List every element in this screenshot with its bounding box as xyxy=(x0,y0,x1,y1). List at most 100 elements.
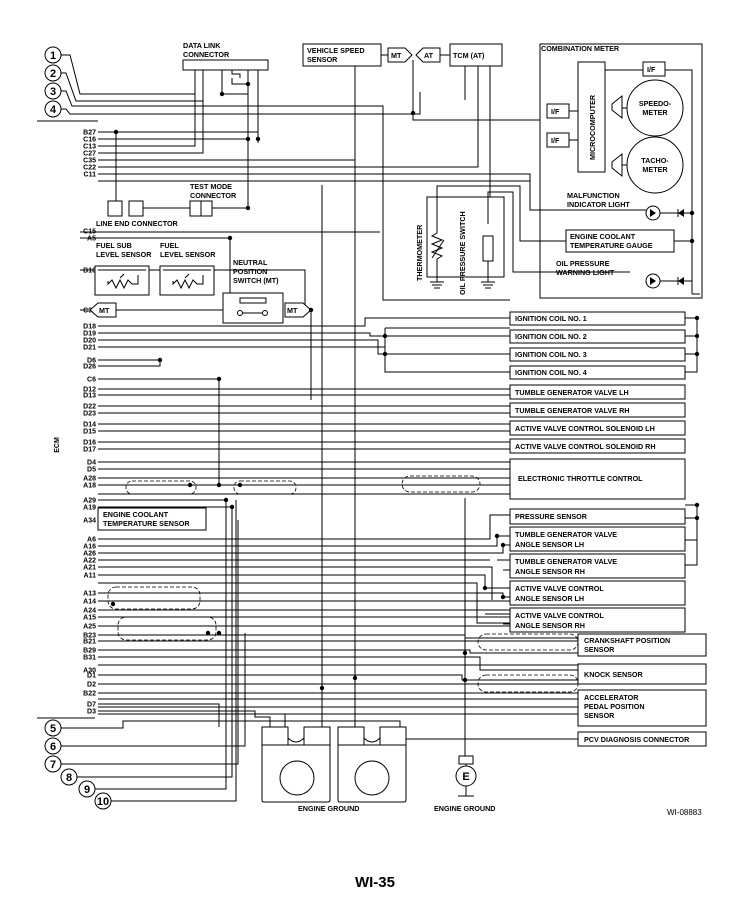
connector-6[interactable]: 6 xyxy=(44,633,246,755)
svg-text:INDICATOR LIGHT: INDICATOR LIGHT xyxy=(567,200,630,209)
ecm-pin-a11: A11 xyxy=(84,573,97,580)
ecm-pin-d1: D1 xyxy=(87,673,96,680)
crank-knock-app-sensors: CRANKSHAFT POSITION SENSOR KNOCK SENSOR … xyxy=(98,498,707,756)
svg-text:ENGINE COOLANT: ENGINE COOLANT xyxy=(570,232,636,241)
ecm-pin-a28: A28 xyxy=(83,476,96,483)
svg-text:IGNITION COIL NO. 2: IGNITION COIL NO. 2 xyxy=(515,332,587,341)
connector-7[interactable]: 7 xyxy=(44,520,239,773)
ecm-pin-d21: D21 xyxy=(83,345,96,352)
svg-text:TACHO-: TACHO- xyxy=(641,156,669,165)
svg-text:IGNITION COIL NO. 4: IGNITION COIL NO. 4 xyxy=(515,368,587,377)
svg-text:ACTIVE VALVE CONTROL: ACTIVE VALVE CONTROL xyxy=(515,611,604,620)
svg-text:ENGINE COOLANT: ENGINE COOLANT xyxy=(103,510,169,519)
svg-text:MT: MT xyxy=(287,306,298,315)
figure-code: WI-08883 xyxy=(667,808,702,817)
connector-3[interactable]: 3 xyxy=(44,82,510,301)
ecm-pin-c13: C13 xyxy=(83,144,96,151)
ecm-pin-a34: A34 xyxy=(83,518,96,525)
svg-text:MT: MT xyxy=(99,306,110,315)
svg-text:ANGLE SENSOR RH: ANGLE SENSOR RH xyxy=(515,621,585,630)
ground-e: E ENGINE GROUND xyxy=(434,755,496,813)
ecm-pin-d20: D20 xyxy=(83,338,96,345)
connector-8-label: 8 xyxy=(66,772,72,784)
connector-6-label: 6 xyxy=(50,741,56,753)
svg-text:ACTIVE VALVE CONTROL SOLENOID: ACTIVE VALVE CONTROL SOLENOID LH xyxy=(515,424,655,433)
svg-text:METER: METER xyxy=(642,108,668,117)
ecm-label: ECM xyxy=(54,437,61,453)
page-code: WI-35 xyxy=(355,874,395,891)
engine-temp-oil-sensors: THERMOMETER OIL PRESSURE SWITCH xyxy=(415,185,630,295)
svg-text:DATA LINK: DATA LINK xyxy=(183,41,221,50)
connector-2[interactable]: 2 xyxy=(44,64,204,102)
svg-text:NEUTRAL: NEUTRAL xyxy=(233,258,268,267)
ecm-pin-a15: A15 xyxy=(83,615,96,622)
ecm-pin-d6: D6 xyxy=(87,358,96,365)
ecm-pin-a13: A13 xyxy=(83,591,96,598)
svg-text:ANGLE SENSOR RH: ANGLE SENSOR RH xyxy=(515,567,585,576)
svg-text:SENSOR: SENSOR xyxy=(584,645,615,654)
ecm-pins: C15A5B10C31D18D19D20D21D6D26C6D12D13D22D… xyxy=(83,229,96,716)
svg-text:AT: AT xyxy=(424,51,434,60)
svg-text:TUMBLE GENERATOR VALVE RH: TUMBLE GENERATOR VALVE RH xyxy=(515,406,629,415)
ecm-pin-d4: D4 xyxy=(87,460,96,467)
top-wires xyxy=(98,66,655,211)
svg-text:MICROCOMPUTER: MICROCOMPUTER xyxy=(588,94,597,160)
svg-text:LEVEL SENSOR: LEVEL SENSOR xyxy=(96,250,152,259)
combination-meter: COMBINATION METER I/F MICROCOMPUTER I/F … xyxy=(539,43,703,299)
svg-text:PRESSURE SENSOR: PRESSURE SENSOR xyxy=(515,512,588,521)
ecm-pin-a19: A19 xyxy=(83,505,96,512)
ecm-pin-c11: C11 xyxy=(84,172,97,179)
engine-ground-label: ENGINE GROUND xyxy=(298,804,360,813)
connector-circles-bottom: 5 6 7 8 9 10 xyxy=(44,500,300,810)
svg-text:IGNITION COIL NO. 1: IGNITION COIL NO. 1 xyxy=(515,314,587,323)
connector-8[interactable]: 8 xyxy=(60,505,233,786)
ecm-pin-d16: D16 xyxy=(83,440,96,447)
svg-text:PEDAL POSITION: PEDAL POSITION xyxy=(584,702,645,711)
ecm-pin-c35: C35 xyxy=(83,158,96,165)
svg-text:TUMBLE GENERATOR VALVE: TUMBLE GENERATOR VALVE xyxy=(515,557,617,566)
svg-text:FUEL SUB: FUEL SUB xyxy=(96,241,132,250)
svg-text:MALFUNCTION: MALFUNCTION xyxy=(567,191,620,200)
engine-coolant-sensor: ENGINE COOLANT TEMPERATURE SENSOR xyxy=(97,497,235,531)
neutral-position-switch: NEUTRAL POSITION SWITCH (MT) MT MT xyxy=(80,258,314,400)
ecm-pin-b31: B31 xyxy=(83,655,96,662)
ecm-pin-d15: D15 xyxy=(83,429,96,436)
sensor-group-right: PRESSURE SENSOR TUMBLE GENERATOR VALVE A… xyxy=(98,502,700,633)
ecm-pin-d14: D14 xyxy=(83,422,96,429)
svg-text:I/F: I/F xyxy=(551,136,560,145)
test-mode-connector: TEST MODE CONNECTOR LINE END CONNECTOR xyxy=(96,182,237,228)
connector-2-label: 2 xyxy=(50,68,56,80)
ecm-pin-b10: B10 xyxy=(83,268,96,275)
connector-4[interactable]: 4 xyxy=(44,92,421,118)
connector-3-label: 3 xyxy=(50,86,56,98)
svg-text:TCM (AT): TCM (AT) xyxy=(453,51,485,60)
connector-1-label: 1 xyxy=(50,50,56,62)
ecm-pin-b23: B23 xyxy=(83,633,96,640)
svg-text:SENSOR: SENSOR xyxy=(307,55,338,64)
connector-9[interactable]: 9 xyxy=(78,500,227,798)
ecm-pin-d13: D13 xyxy=(83,393,96,400)
ecm-pin-a5: A5 xyxy=(87,236,96,243)
svg-text:CONNECTOR: CONNECTOR xyxy=(183,50,230,59)
svg-text:ANGLE SENSOR LH: ANGLE SENSOR LH xyxy=(515,594,584,603)
svg-text:OIL PRESSURE: OIL PRESSURE xyxy=(556,259,610,268)
ecm-pin-d23: D23 xyxy=(83,411,96,418)
svg-text:CRANKSHAFT POSITION: CRANKSHAFT POSITION xyxy=(584,636,670,645)
ecm-pin-a22: A22 xyxy=(83,558,96,565)
svg-text:TEST MODE: TEST MODE xyxy=(190,182,232,191)
ecm-pin-b27: B27 xyxy=(83,130,96,137)
ecm-pin-a18: A18 xyxy=(83,483,96,490)
svg-text:KNOCK SENSOR: KNOCK SENSOR xyxy=(584,670,644,679)
svg-text:TEMPERATURE SENSOR: TEMPERATURE SENSOR xyxy=(103,519,190,528)
connector-1[interactable]: 1 xyxy=(44,46,196,95)
svg-text:OIL PRESSURE SWITCH: OIL PRESSURE SWITCH xyxy=(458,211,467,295)
connector-10[interactable]: 10 xyxy=(94,500,237,810)
ecm-pin-d18: D18 xyxy=(83,324,96,331)
fuel-level-sensors: FUEL SUB LEVEL SENSOR FUEL LEVEL SENSOR xyxy=(80,231,380,312)
ecm-pin-d17: D17 xyxy=(83,447,96,454)
svg-text:ACCELERATOR: ACCELERATOR xyxy=(584,693,639,702)
connector-5[interactable]: 5 xyxy=(44,719,300,737)
ecm-pin-b21: B21 xyxy=(83,639,96,646)
ecm-pin-a30: A30 xyxy=(83,668,96,675)
